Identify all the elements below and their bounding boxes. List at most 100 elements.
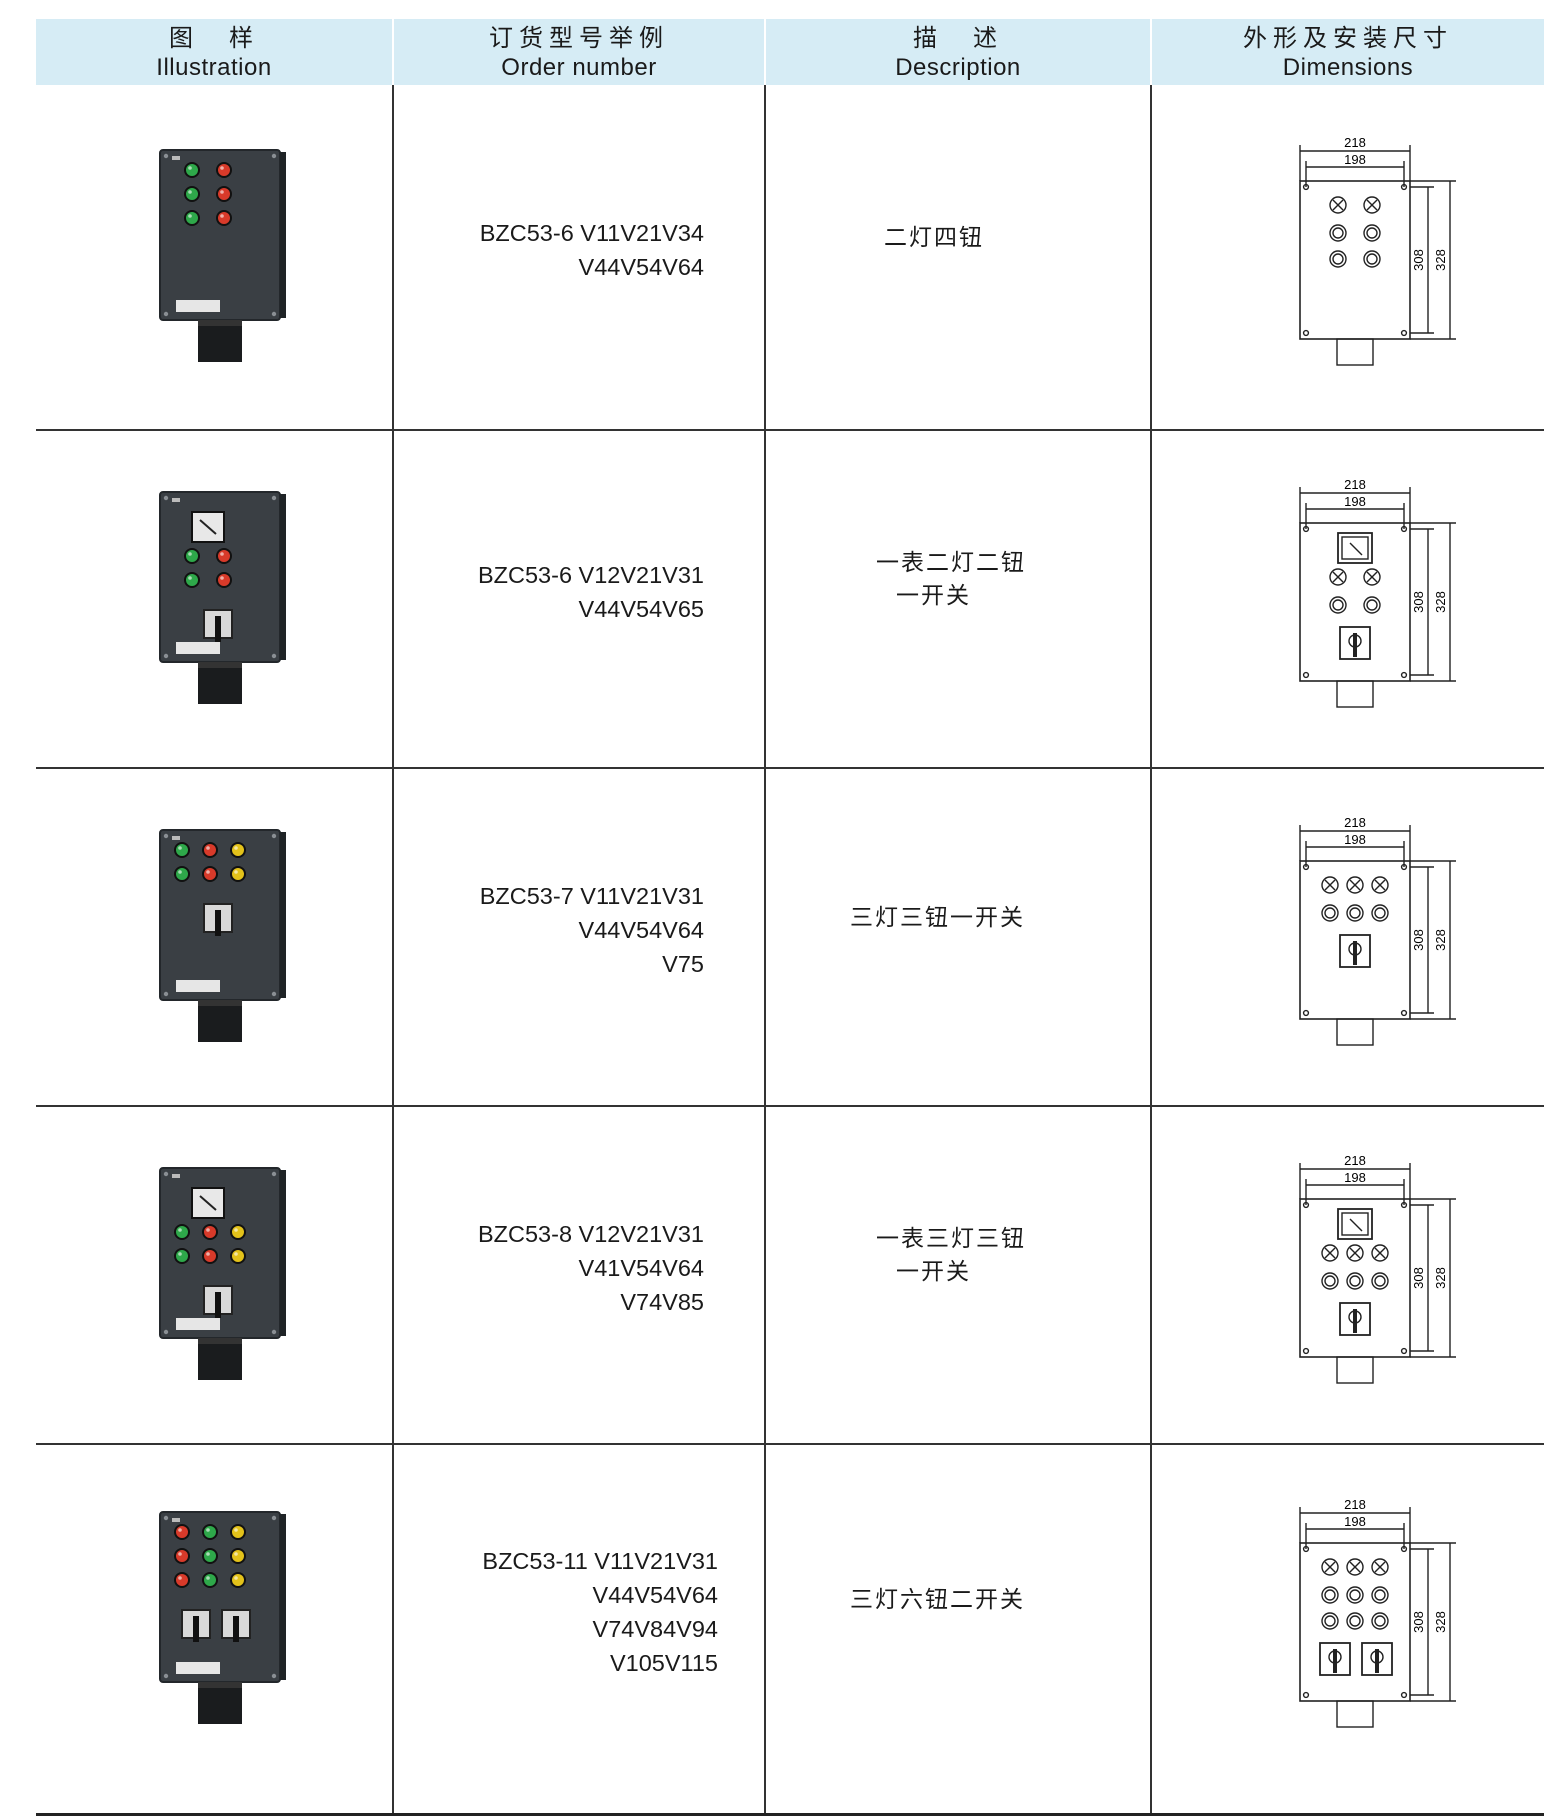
- order-line: BZC53-6 V11V21V34: [479, 220, 704, 246]
- selector-switch-icon: [1339, 626, 1371, 660]
- dim-outer-width: 218: [1344, 1497, 1366, 1512]
- order-line: V44V54V64: [578, 917, 704, 943]
- box-outline: [1299, 522, 1411, 682]
- dim-inner-width: 198: [1344, 494, 1366, 509]
- lamp-icon: [1346, 1244, 1364, 1262]
- box-outline: [1299, 1198, 1411, 1358]
- order-line: V44V54V65: [578, 596, 704, 622]
- pushbutton-icon: [1363, 596, 1381, 614]
- table-header: 图 样 Illustration 订货型号举例 Order number 描 述…: [36, 19, 1544, 85]
- dim-outer-width: 218: [1344, 135, 1366, 150]
- dim-inner-height: 308: [1411, 1611, 1426, 1633]
- row-divider: [36, 1105, 1544, 1107]
- pushbutton-icon: [1346, 1272, 1364, 1290]
- lamp-icon: [1363, 196, 1381, 214]
- dim-outer-width: 218: [1344, 815, 1366, 830]
- product-photo: [159, 1511, 286, 1724]
- order-line: V105V115: [609, 1650, 718, 1676]
- dim-outer-height: 328: [1433, 249, 1448, 271]
- row-divider: [36, 767, 1544, 769]
- lamp-icon: [1321, 876, 1339, 894]
- lamp-icon: [1346, 876, 1364, 894]
- order-line: BZC53-7 V11V21V31: [479, 883, 704, 909]
- pushbutton-icon: [1321, 904, 1339, 922]
- cable-gland: [198, 662, 242, 704]
- order-line: V74V84V94: [592, 1616, 718, 1642]
- order-line: V44V54V64: [592, 1582, 718, 1608]
- order-line: V74V85: [620, 1289, 704, 1315]
- illustration-cell: [159, 1511, 286, 1724]
- pushbutton-icon: [1363, 250, 1381, 268]
- pushbutton-icon: [1329, 250, 1347, 268]
- lamp-icon: [1329, 196, 1347, 214]
- description: 二灯四钮: [884, 222, 984, 255]
- gland-outline: [1336, 1356, 1374, 1384]
- column-divider: [764, 85, 766, 1813]
- description-line: 一表三灯三钮: [876, 1226, 1026, 1252]
- dimension-drawing: 218 198 308 328: [1299, 135, 1456, 366]
- selector-switch-icon: [1361, 1642, 1393, 1676]
- meter-outline: [1337, 1208, 1373, 1240]
- lamp-icon: [1329, 568, 1347, 586]
- dim-inner-width: 198: [1344, 152, 1366, 167]
- row-divider: [36, 1443, 1544, 1445]
- order-line: BZC53-11 V11V21V31: [482, 1548, 718, 1574]
- description: 三灯六钮二开关: [850, 1584, 1025, 1617]
- gland-outline: [1336, 1018, 1374, 1046]
- dim-outer-width: 218: [1344, 1153, 1366, 1168]
- product-photo: [159, 491, 286, 704]
- dim-outer-height: 328: [1433, 591, 1448, 613]
- cable-gland: [198, 1000, 242, 1042]
- pushbutton-icon: [1363, 224, 1381, 242]
- illustration-cell: [159, 149, 286, 362]
- header-dimensions: 外形及安装尺寸 Dimensions: [1243, 24, 1453, 81]
- description-line: 二灯四钮: [884, 224, 984, 251]
- column-divider: [392, 85, 394, 1813]
- description-line: 一开关: [896, 1259, 971, 1285]
- product-photo: [159, 829, 286, 1042]
- dim-outer-height: 328: [1433, 1611, 1448, 1633]
- pushbutton-icon: [1321, 1612, 1339, 1630]
- meter-outline: [1337, 532, 1373, 564]
- pushbutton-icon: [1346, 1612, 1364, 1630]
- dim-inner-width: 198: [1344, 832, 1366, 847]
- enclosure-body: [160, 1168, 280, 1338]
- illustration-cell: [159, 491, 286, 704]
- dim-inner-height: 308: [1411, 591, 1426, 613]
- header-order-number: 订货型号举例 Order number: [489, 24, 669, 81]
- selector-switch-icon: [1339, 934, 1371, 968]
- cable-gland: [198, 1338, 242, 1380]
- order-line: BZC53-6 V12V21V31: [477, 562, 704, 588]
- selector-switch-icon: [1319, 1642, 1351, 1676]
- order-line: V44V54V64: [578, 254, 704, 280]
- gland-outline: [1336, 680, 1374, 708]
- lamp-icon: [1371, 876, 1389, 894]
- illustration-cell: [159, 1167, 286, 1380]
- dim-inner-height: 308: [1411, 929, 1426, 951]
- description-line: 一开关: [896, 583, 971, 609]
- illustration-cell: [159, 829, 286, 1042]
- lamp-icon: [1346, 1558, 1364, 1576]
- dim-inner-height: 308: [1411, 1267, 1426, 1289]
- dim-outer-height: 328: [1433, 1267, 1448, 1289]
- product-photo: [159, 1167, 286, 1380]
- pushbutton-icon: [1321, 1272, 1339, 1290]
- box-outline: [1299, 180, 1411, 340]
- header-illustration: 图 样 Illustration: [156, 24, 272, 81]
- dim-inner-height: 308: [1411, 249, 1426, 271]
- description: 三灯三钮一开关: [850, 902, 1025, 935]
- product-photo: [159, 149, 286, 362]
